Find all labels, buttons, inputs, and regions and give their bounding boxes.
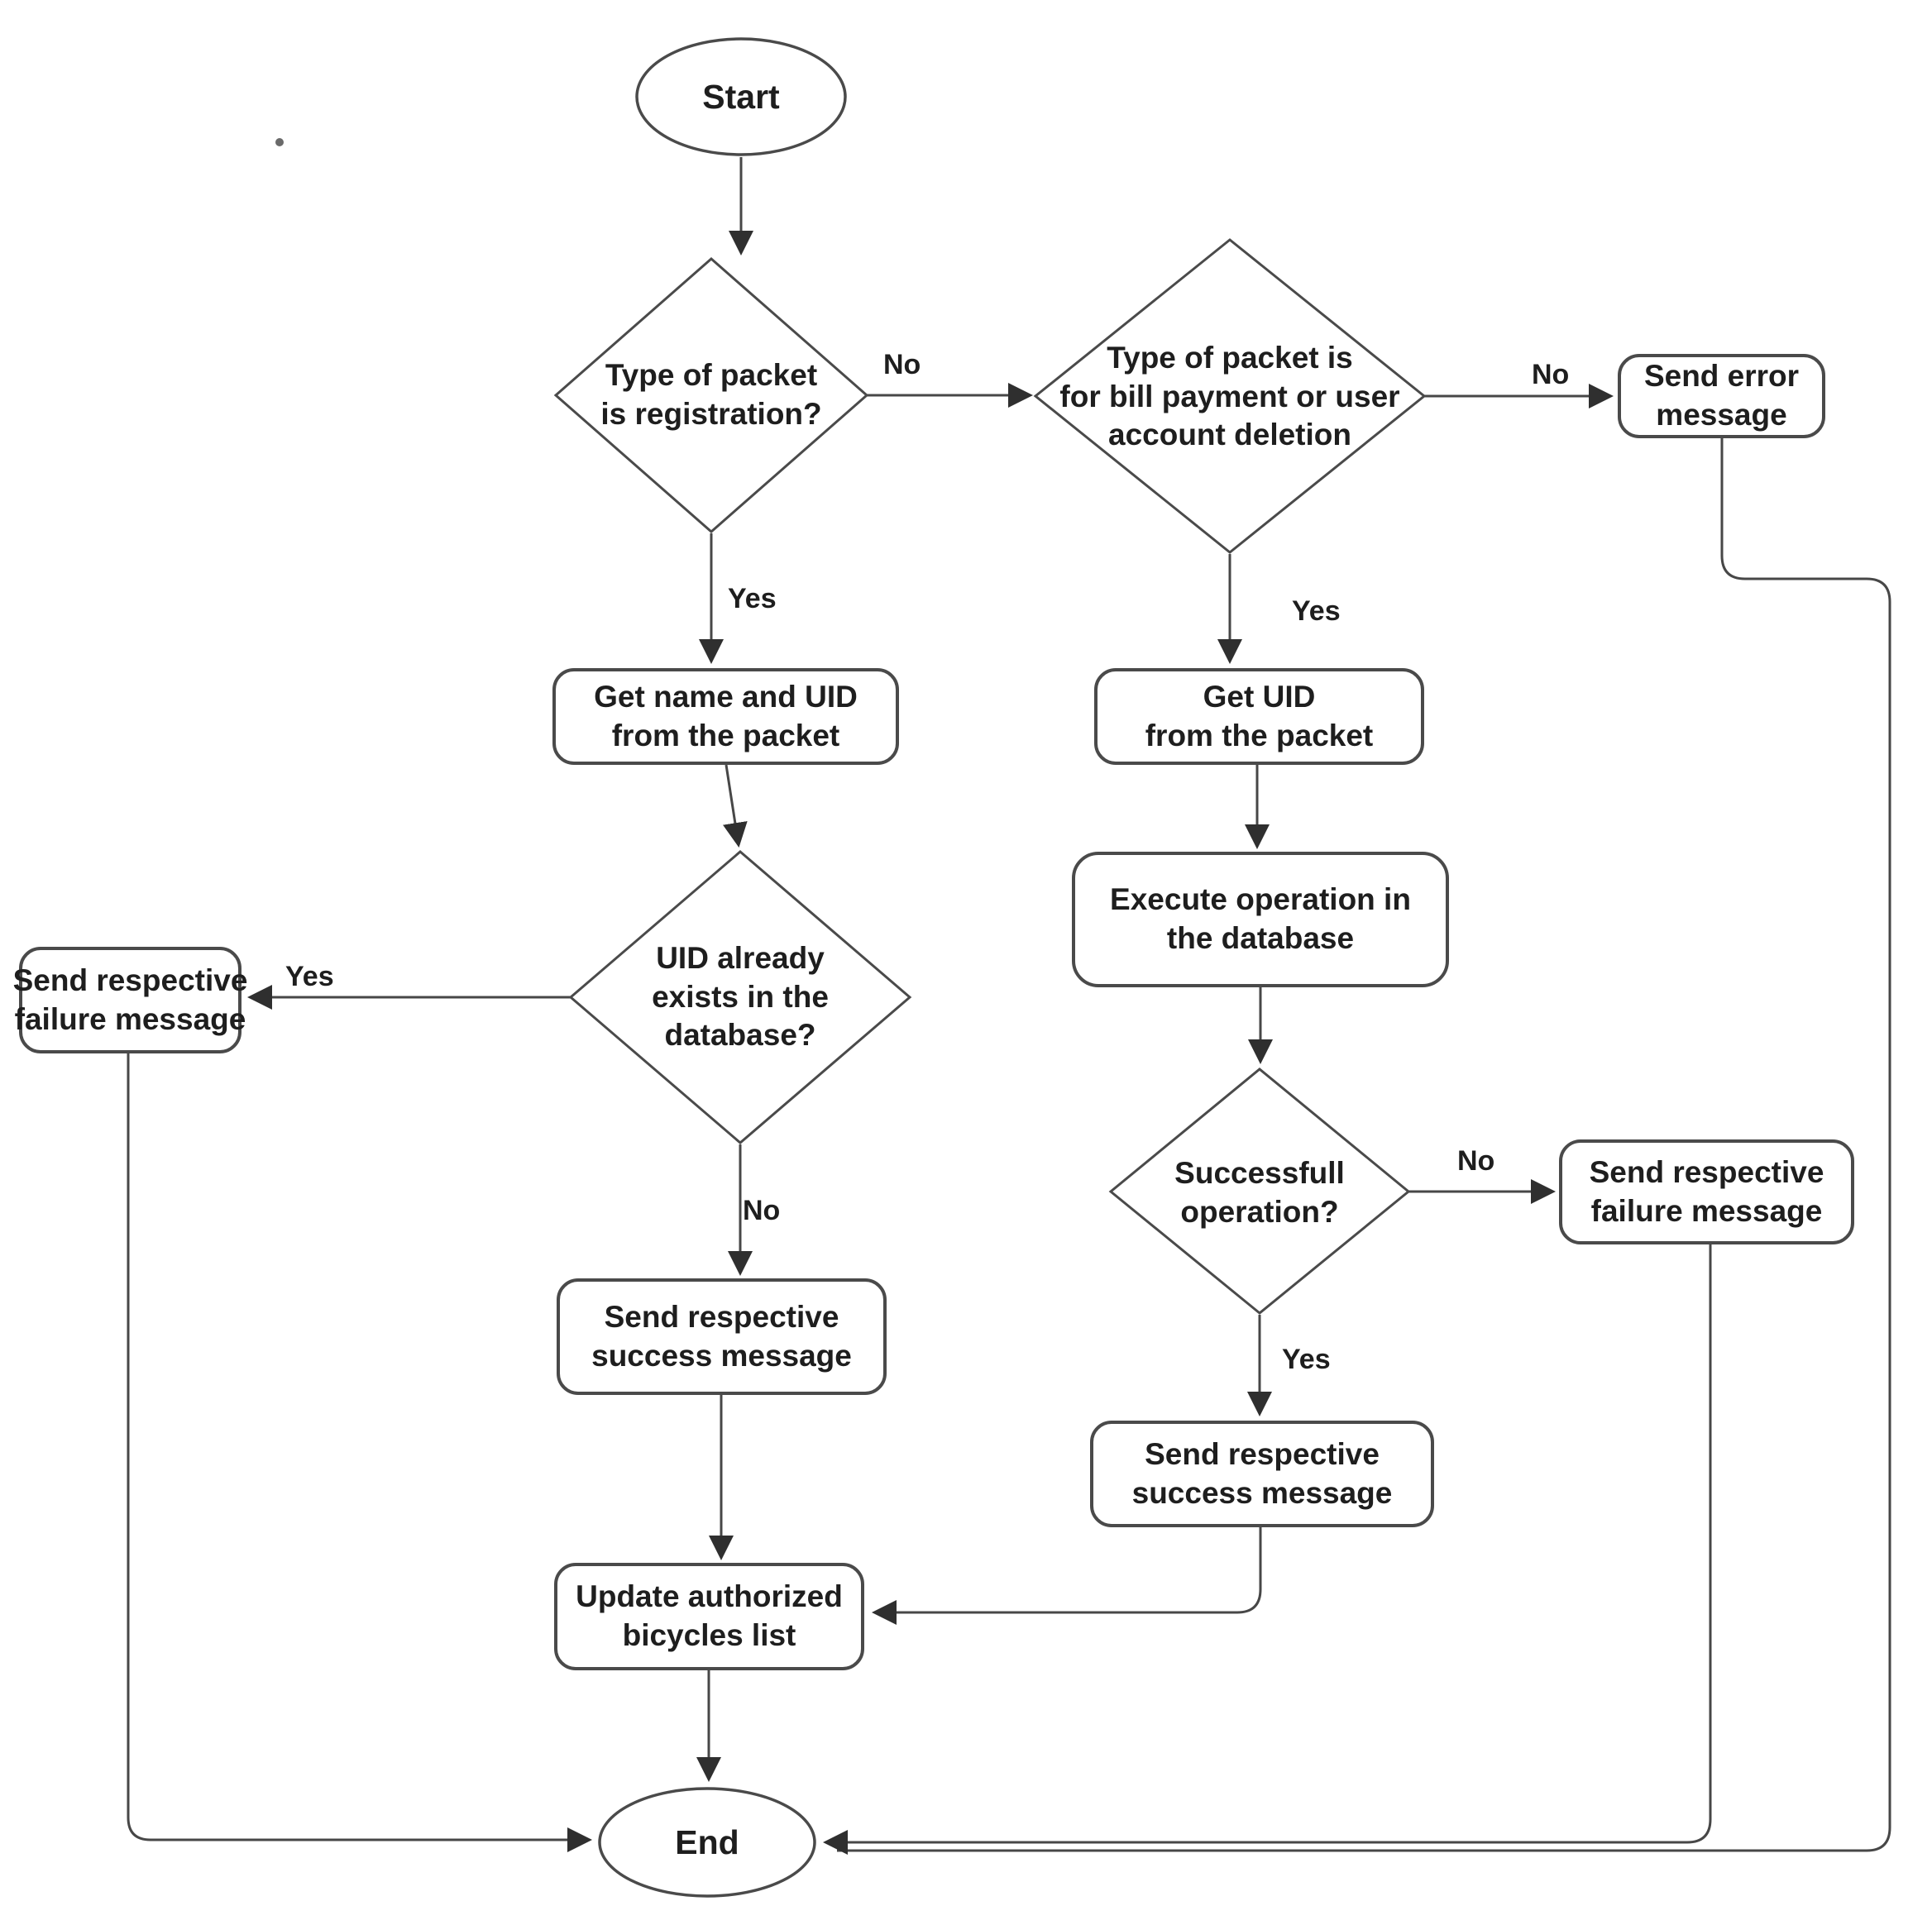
edge-getname-to-uidexists	[723, 764, 748, 848]
decision-uid-exists-shape	[568, 850, 912, 1144]
send-success-right-label: Send respective success message	[1131, 1436, 1393, 1510]
decision-successful-operation-label: Successfull operation?	[1174, 1155, 1345, 1229]
end-text: End	[675, 1822, 739, 1861]
decision-bill-or-deletion-shape	[1033, 238, 1427, 554]
execute-operation-shape	[1072, 852, 1449, 987]
update-authorized-bicycles-shape	[554, 1563, 864, 1670]
edge-successright-to-update	[872, 1527, 1262, 1625]
decision-bill-or-deletion-label: Type of packet is for bill payment or us…	[1059, 340, 1400, 452]
decision-registration-label: Type of packet is registration?	[600, 358, 822, 431]
send-error-message-label: Send error message	[1643, 359, 1800, 432]
edge-label-uid-exists-no: No	[743, 1195, 781, 1226]
decision-successful-operation-shape	[1108, 1068, 1411, 1315]
start-label: Start	[637, 41, 845, 152]
send-failure-right-label: Send respective failure message	[1589, 1154, 1824, 1228]
edge-failureright-to-end	[823, 1244, 1712, 1855]
edge-failureleft-to-end	[127, 1053, 592, 1852]
edge-label-successful-no: No	[1457, 1145, 1495, 1177]
stray-dot	[275, 138, 284, 146]
decision-registration-shape	[553, 257, 869, 533]
get-uid-label: Get UID from the packet	[1145, 679, 1374, 752]
send-failure-right-shape	[1559, 1139, 1854, 1244]
start-terminator-shape	[635, 37, 847, 156]
get-uid-shape	[1094, 668, 1424, 765]
edge-label-registration-no: No	[883, 349, 921, 380]
edge-label-registration-yes: Yes	[728, 583, 777, 614]
get-name-and-uid-shape	[552, 668, 899, 765]
send-success-left-label: Send respective success message	[591, 1299, 852, 1373]
decision-uid-exists-label: UID already exists in the database?	[652, 940, 829, 1053]
send-failure-left-label: Send respective failure message	[12, 962, 248, 1036]
execute-operation-label: Execute operation in the database	[1110, 882, 1411, 955]
edge-label-bill-or-deletion-no: No	[1532, 359, 1570, 390]
edge-label-uid-exists-yes: Yes	[285, 961, 334, 992]
send-failure-left-shape	[19, 947, 242, 1053]
send-success-right-shape	[1090, 1421, 1434, 1527]
edge-label-successful-yes: Yes	[1282, 1344, 1331, 1375]
send-success-left-shape	[557, 1278, 887, 1395]
start-text: Start	[702, 77, 780, 116]
end-label: End	[600, 1789, 815, 1896]
update-authorized-bicycles-label: Update authorized bicycles list	[576, 1579, 843, 1652]
edge-error-to-end	[837, 438, 1891, 1852]
edge-label-bill-or-deletion-yes: Yes	[1292, 595, 1341, 627]
end-terminator-shape	[598, 1787, 816, 1898]
connectors	[127, 157, 1891, 1855]
get-name-and-uid-label: Get name and UID from the packet	[594, 679, 858, 752]
send-error-message-shape	[1618, 354, 1825, 438]
